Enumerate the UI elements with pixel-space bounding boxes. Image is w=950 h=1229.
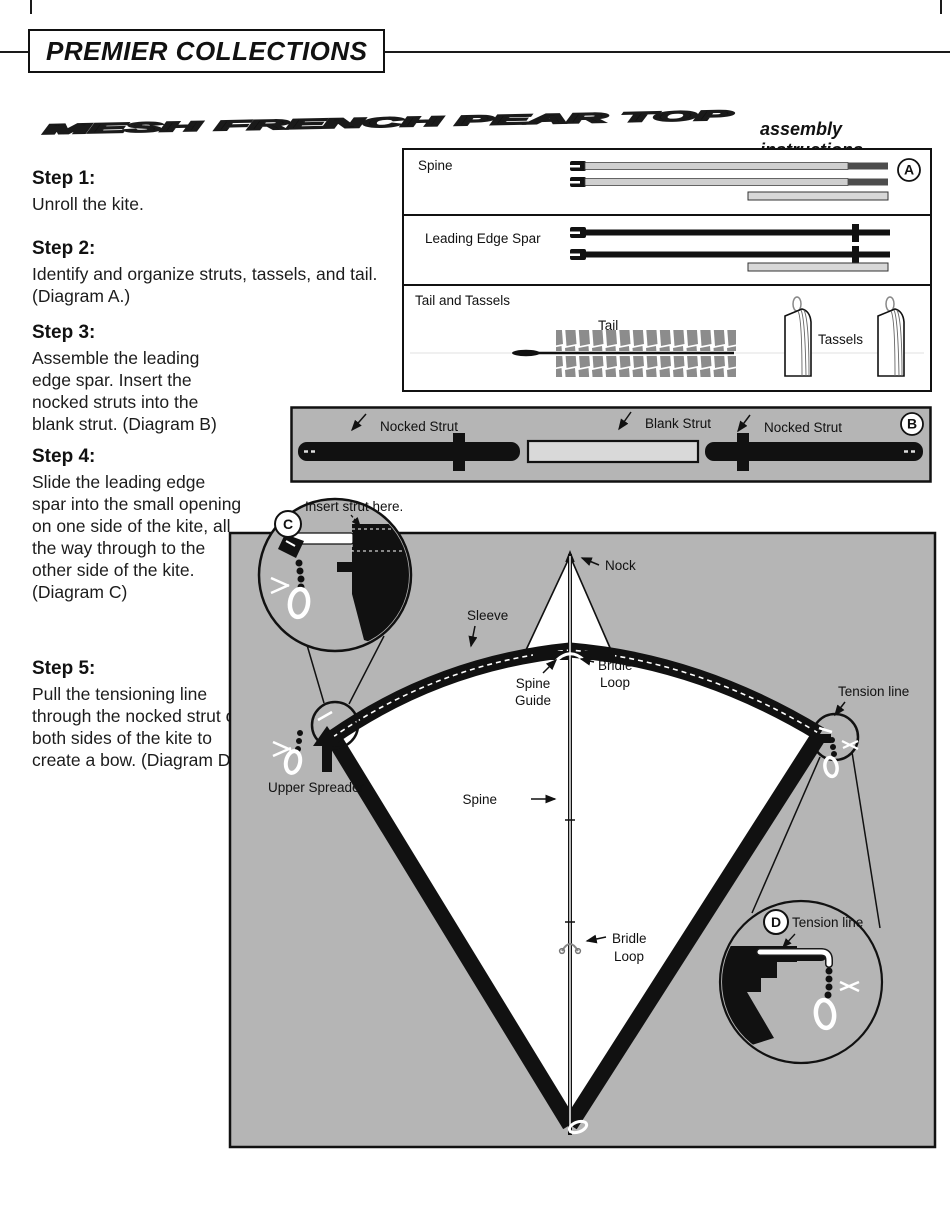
arrow — [618, 411, 632, 431]
diagram-a-parts: Spine A Leading Edge Spar — [402, 148, 932, 392]
callout-line — [348, 635, 385, 705]
step-2-body: Identify and organize struts, tassels, a… — [32, 264, 378, 306]
spine-rod-1 — [570, 161, 888, 171]
step-3-heading: Step 3: — [32, 322, 96, 343]
arrow — [468, 625, 478, 648]
leading-edge-rod-1 — [570, 224, 890, 242]
brand-box: PREMIER COLLECTIONS — [28, 29, 385, 73]
badge-a: A — [904, 162, 914, 178]
page-title: MESH FRENCH PEAR TOP — [44, 108, 736, 137]
arrow — [585, 934, 607, 944]
nocked-strut-right-label: Nocked Strut — [764, 420, 842, 435]
insert-strut-label: Insert strut here. — [305, 499, 403, 514]
blank-strut-label: Blank Strut — [645, 416, 711, 431]
bridle-loop-bottom-label-1: Bridle — [612, 931, 647, 946]
nock-label: Nock — [605, 558, 636, 573]
tail-loop-graphic — [567, 1119, 589, 1135]
left-corner-detail — [272, 710, 333, 775]
main-assembly-diagram: Upper Spreader C Insert strut here. — [228, 497, 937, 1149]
badge-b-circle — [900, 412, 924, 436]
upper-spreader-label: Upper Spreader — [268, 780, 365, 795]
header-rule — [0, 51, 950, 53]
leading-edge-rod-short — [747, 262, 889, 272]
blank-strut-graphic — [526, 439, 700, 464]
step-4: Step 4: Slide the leading edge spar into… — [32, 446, 244, 603]
tassels-label: Tassels — [818, 332, 863, 347]
callout-line — [851, 751, 881, 929]
spine-rod-2 — [570, 177, 888, 187]
tail-section-label: Tail and Tassels — [415, 293, 510, 308]
inset-d-detail — [722, 946, 860, 1055]
tail-label: Tail — [598, 318, 618, 333]
badge-d: D — [771, 914, 781, 930]
bridle-loop-bottom-graphic — [558, 943, 582, 955]
bridle-loop-bottom-label-2: Loop — [614, 949, 644, 964]
arrow — [579, 656, 595, 666]
right-corner-detail — [807, 726, 859, 779]
page-title-art: MESH FRENCH PEAR TOP — [43, 107, 737, 138]
left-corner-circle — [310, 700, 360, 750]
badge-c-circle — [274, 510, 302, 538]
step-5-body: Pull the tensioning line through the noc… — [32, 684, 246, 770]
step-1-body: Unroll the kite. — [32, 194, 144, 214]
step-3: Step 3: Assemble the leading edge spar. … — [32, 322, 242, 435]
step-5: Step 5: Pull the tensioning line through… — [32, 658, 264, 771]
tail-graphic — [512, 330, 736, 377]
spine-label: Spine — [462, 792, 497, 807]
bridle-loop-top-label-1: Bridle — [598, 658, 633, 673]
step-4-body: Slide the leading edge spar into the sma… — [32, 472, 242, 602]
step-1: Step 1: Unroll the kite. — [32, 168, 452, 215]
step-2-heading: Step 2: — [32, 238, 96, 259]
callout-line — [751, 756, 821, 914]
badge-c: C — [283, 516, 293, 532]
bridle-loop-top-label-2: Loop — [600, 675, 630, 690]
step-2: Step 2: Identify and organize struts, ta… — [32, 238, 432, 307]
badge-d-circle — [763, 909, 789, 935]
arrow — [834, 701, 846, 717]
spine-guide-label-1: Spine — [516, 676, 551, 691]
arrow — [351, 413, 367, 432]
inset-d-tension-label: Tension line — [792, 915, 863, 930]
spine-guide-fitting — [581, 651, 615, 660]
arrow — [350, 514, 361, 528]
nocked-strut-right-graphic — [705, 433, 923, 471]
badge-a-circle — [897, 158, 921, 182]
arrow — [737, 414, 751, 433]
callout-line — [306, 644, 325, 704]
badge-b: B — [907, 416, 917, 432]
arrow — [782, 933, 796, 948]
spine-guide-fitting — [533, 651, 571, 660]
leading-edge-rod-2 — [570, 246, 890, 264]
upper-spreader-arrow — [313, 726, 341, 772]
arrow — [542, 658, 558, 674]
spine-guide-label-2: Guide — [515, 693, 551, 708]
leading-edge-section-label: Leading Edge Spar — [425, 231, 541, 246]
nocked-strut-left-graphic — [298, 433, 520, 471]
nock-tip — [565, 549, 575, 563]
arrow — [580, 557, 600, 566]
step-1-heading: Step 1: — [32, 168, 96, 189]
crop-mark-left — [30, 0, 32, 14]
crop-mark-right — [940, 0, 942, 14]
step-4-heading: Step 4: — [32, 446, 96, 467]
sleeve-label: Sleeve — [467, 608, 508, 623]
step-5-heading: Step 5: — [32, 658, 96, 679]
spine-section-label: Spine — [418, 158, 453, 173]
brand-name: PREMIER COLLECTIONS — [46, 35, 368, 66]
kite-spine — [565, 549, 575, 1135]
spine-rod-short — [747, 191, 889, 201]
diagram-b-spar: Nocked Strut Blank Strut Nocked Strut B — [290, 406, 932, 483]
inset-c-detail — [270, 524, 409, 646]
step-3-body: Assemble the leading edge spar. Insert t… — [32, 348, 217, 434]
nocked-strut-left-label: Nocked Strut — [380, 419, 458, 434]
tension-line-label: Tension line — [838, 684, 909, 699]
